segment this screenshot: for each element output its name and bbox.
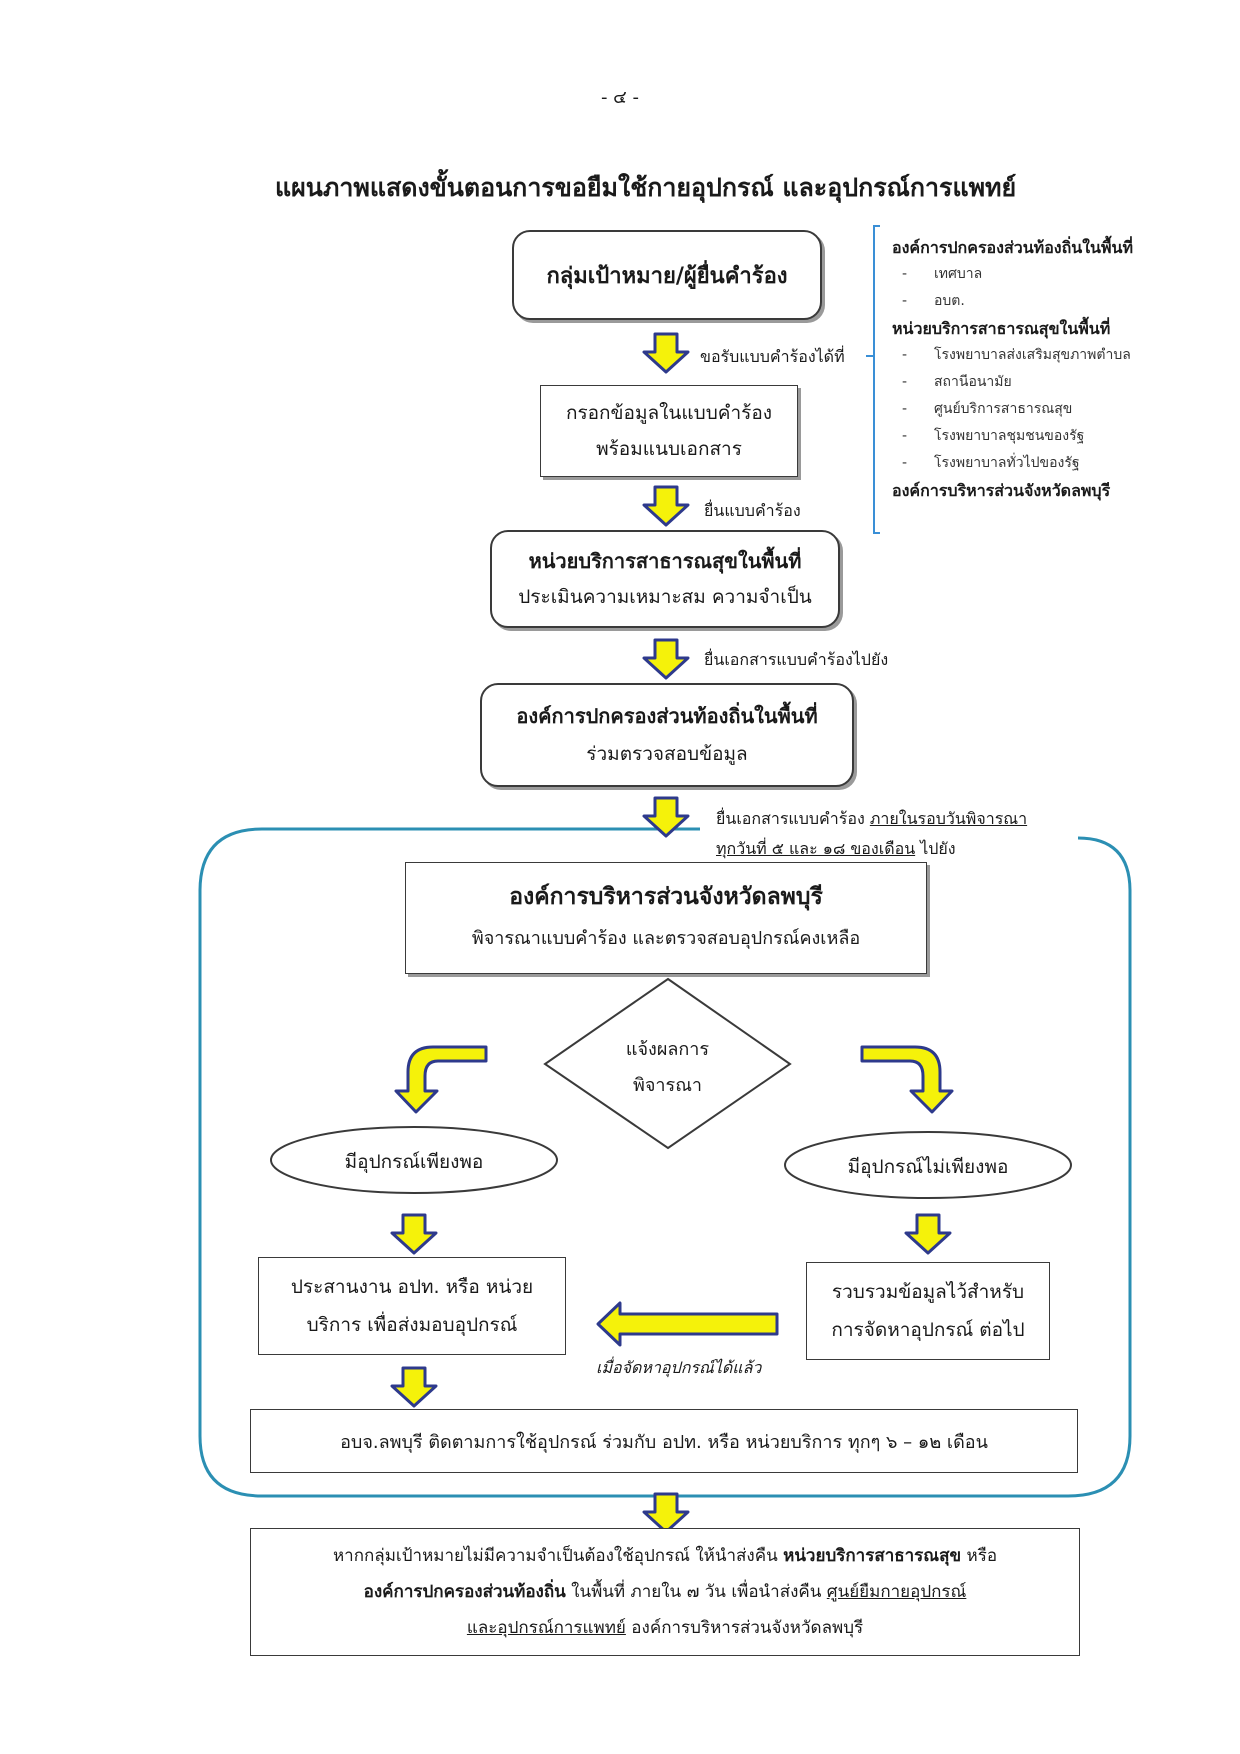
arrow1-label: ขอรับแบบคำร้องได้ที่: [700, 347, 845, 366]
arrow4-label-c: ทุกวันที่ ๕ และ ๑๘ ของเดือน: [716, 839, 916, 858]
insufficient-ellipse: [784, 1131, 1072, 1199]
sidebar-list: องค์การปกครองส่วนท้องถิ่นในพื้นที่ -เทศบ…: [892, 234, 1232, 504]
down-arrow-icon: [642, 485, 690, 527]
down-arrow-icon: [642, 1492, 690, 1534]
applicant-box: กลุ่มเป้าหมาย/ผู้ยื่นคำร้อง: [512, 230, 822, 320]
fill-form-line1: กรอกข้อมูลในแบบคำร้อง: [565, 402, 773, 424]
sidebar-item: -โรงพยาบาลทั่วไปของรัฐ: [902, 455, 1080, 471]
down-arrow-icon: [904, 1213, 952, 1255]
return-2c: ศูนย์ยืมกายอุปกรณ์: [826, 1582, 967, 1602]
arrow4-label-b: ภายในรอบวันพิจารณา: [869, 809, 1028, 828]
sidebar-bracket: [866, 225, 880, 534]
fill-form-line2: พร้อมแนบเอกสาร: [596, 438, 742, 460]
arrow4-label-d: ไปยัง: [915, 839, 956, 858]
sidebar-group2-title: หน่วยบริการสาธารณสุขในพื้นที่: [892, 319, 1111, 338]
local-gov-line1: องค์การปกครองส่วนท้องถิ่นในพื้นที่: [516, 704, 818, 728]
return-line1: หากกลุ่มเป้าหมายไม่มีความจำเป็นต้องใช้อุ…: [333, 1538, 997, 1574]
page-title: แผนภาพแสดงขั้นตอนการขอยืมใช้กายอุปกรณ์ แ…: [275, 173, 1017, 202]
pao-box: องค์การบริหารส่วนจังหวัดลพบุรี พิจารณาแบ…: [405, 862, 927, 974]
insufficient-label: มีอุปกรณ์ไม่เพียงพอ: [847, 1156, 1009, 1178]
sidebar-group3-title: องค์การบริหารส่วนจังหวัดลพบุรี: [892, 481, 1111, 500]
curved-arrow-right-icon: [860, 1045, 954, 1114]
down-arrow-icon: [642, 638, 690, 680]
return-box: หากกลุ่มเป้าหมายไม่มีความจำเป็นต้องใช้อุ…: [250, 1528, 1080, 1656]
arrow4-label: ยื่นเอกสารแบบคำร้อง ภายในรอบวันพิจารณา ท…: [716, 804, 1027, 864]
coordinate-box: ประสานงาน อปท. หรือ หน่วย บริการ เพื่อส่…: [258, 1257, 566, 1355]
health-unit-line2: ประเมินความเหมาะสม ความจำเป็น: [518, 586, 812, 608]
return-line2: องค์การปกครองส่วนท้องถิ่น ในพื้นที่ ภายใ…: [364, 1574, 967, 1610]
sufficient-ellipse: [270, 1126, 558, 1194]
down-arrow-icon: [390, 1366, 438, 1408]
sidebar-group1-title: องค์การปกครองส่วนท้องถิ่นในพื้นที่: [892, 238, 1134, 257]
return-3b: องค์การบริหารส่วนจังหวัดลพบุรี: [625, 1618, 864, 1638]
down-arrow-icon: [642, 332, 690, 374]
coordinate-line1: ประสานงาน อปท. หรือ หน่วย: [290, 1276, 534, 1298]
local-gov-line2: ร่วมตรวจสอบข้อมูล: [586, 743, 748, 765]
sidebar-item: -โรงพยาบาลส่งเสริมสุขภาพตำบล: [902, 347, 1131, 363]
follow-up-box: อบจ.ลพบุรี ติดตามการใช้อุปกรณ์ ร่วมกับ อ…: [250, 1409, 1078, 1473]
return-1a: หากกลุ่มเป้าหมายไม่มีความจำเป็นต้องใช้อุ…: [332, 1546, 784, 1566]
pao-line1: องค์การบริหารส่วนจังหวัดลพบุรี: [509, 884, 823, 910]
arrow2-label: ยื่นแบบคำร้อง: [704, 501, 801, 520]
sidebar-item: -ศูนย์บริการสาธารณสุข: [902, 401, 1073, 417]
sidebar-item: -โรงพยาบาลชุมชนของรัฐ: [902, 428, 1085, 444]
decision-text: แจ้งผลการ พิจารณา: [545, 1032, 790, 1104]
sidebar-item: -อบต.: [902, 293, 965, 309]
sufficient-label: มีอุปกรณ์เพียงพอ: [344, 1151, 484, 1173]
left-arrow-icon: [596, 1301, 779, 1347]
applicant-label: กลุ่มเป้าหมาย/ผู้ยื่นคำร้อง: [546, 263, 788, 289]
decision-line2: พิจารณา: [633, 1075, 702, 1096]
page-number: - ๔ -: [600, 87, 640, 108]
follow-up-label: อบจ.ลพบุรี ติดตามการใช้อุปกรณ์ ร่วมกับ อ…: [340, 1431, 988, 1453]
pao-frame: [198, 827, 1132, 1498]
fill-form-box: กรอกข้อมูลในแบบคำร้อง พร้อมแนบเอกสาร: [540, 385, 798, 477]
return-1c: หรือ: [961, 1546, 998, 1566]
decision-line1: แจ้งผลการ: [625, 1039, 710, 1060]
return-3a: และอุปกรณ์การแพทย์: [466, 1618, 626, 1638]
return-2a: องค์การปกครองส่วนท้องถิ่น: [363, 1582, 566, 1602]
sidebar-item: -สถานีอนามัย: [902, 374, 1012, 390]
curved-arrow-left-icon: [394, 1045, 488, 1114]
return-1b: หน่วยบริการสาธารณสุข: [783, 1546, 962, 1566]
return-line3: และอุปกรณ์การแพทย์ องค์การบริหารส่วนจังห…: [467, 1610, 863, 1646]
pao-line2: พิจารณาแบบคำร้อง และตรวจสอบอุปกรณ์คงเหลื…: [471, 928, 861, 949]
health-unit-box: หน่วยบริการสาธารณสุขในพื้นที่ ประเมินควา…: [490, 530, 840, 628]
collect-line2: การจัดหาอุปกรณ์ ต่อไป: [831, 1319, 1025, 1341]
coordinate-line2: บริการ เพื่อส่งมอบอุปกรณ์: [306, 1314, 518, 1336]
local-gov-box: องค์การปกครองส่วนท้องถิ่นในพื้นที่ ร่วมต…: [480, 683, 854, 787]
collect-box: รวบรวมข้อมูลไว้สำหรับ การจัดหาอุปกรณ์ ต่…: [806, 1262, 1050, 1360]
return-2b: ในพื้นที่ ภายใน ๗ วัน เพื่อนำส่งคืน: [565, 1582, 827, 1602]
down-arrow-icon: [390, 1213, 438, 1255]
collect-line1: รวบรวมข้อมูลไว้สำหรับ: [831, 1281, 1025, 1303]
arrow3-label: ยื่นเอกสารแบบคำร้องไปยัง: [704, 650, 889, 669]
sidebar-item: -เทศบาล: [902, 266, 983, 282]
decision-diamond: [543, 977, 792, 1150]
when-procured-label: เมื่อจัดหาอุปกรณ์ได้แล้ว: [596, 1358, 762, 1377]
health-unit-line1: หน่วยบริการสาธารณสุขในพื้นที่: [528, 549, 802, 573]
arrow4-label-a: ยื่นเอกสารแบบคำร้อง: [716, 809, 870, 828]
